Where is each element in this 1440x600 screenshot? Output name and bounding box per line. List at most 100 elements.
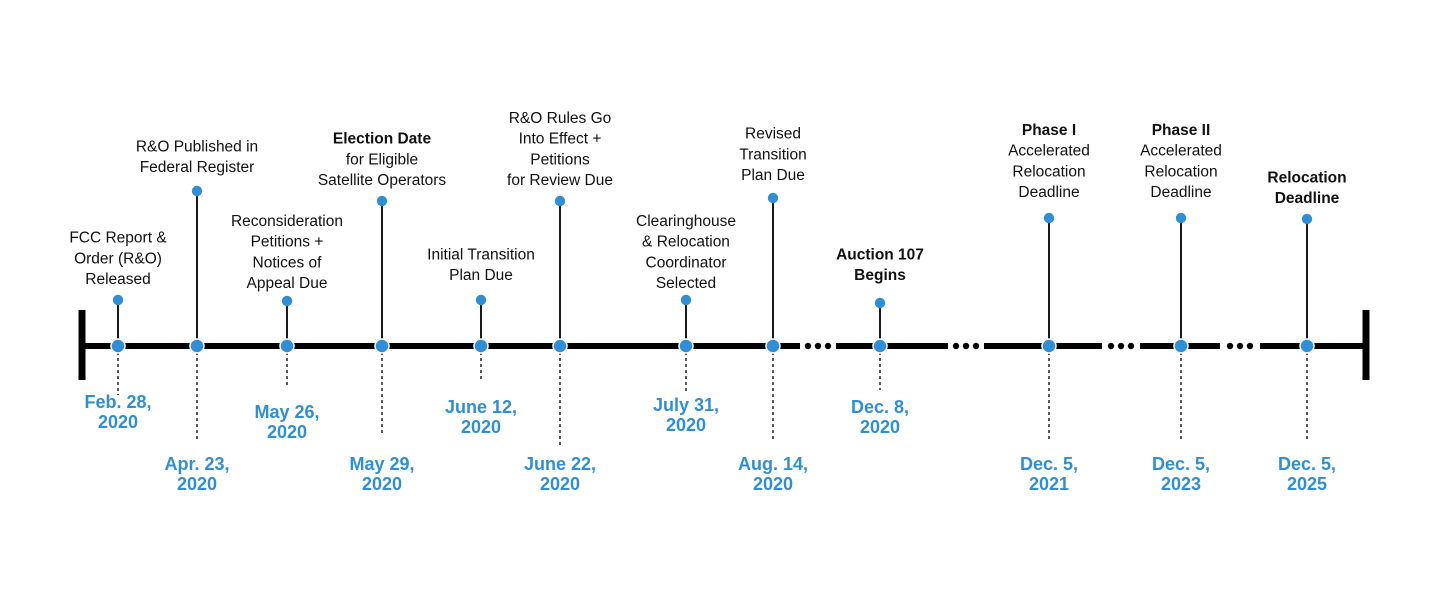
gap-dot (952, 342, 960, 350)
event-label-line: Auction 107 (836, 246, 924, 263)
timeline-marker (110, 338, 126, 354)
event-label-line: Election Date (333, 131, 432, 148)
event-date-line: 2020 (177, 474, 217, 494)
gap-dot (804, 342, 812, 350)
event-label-line: Deadline (1150, 184, 1211, 201)
event-label-line: Transition (739, 146, 806, 163)
event-label-line: Deadline (1275, 190, 1340, 207)
event-label-line: Initial Transition (427, 246, 535, 263)
event-label-line: Coordinator (646, 254, 727, 271)
gap-dot (1127, 342, 1135, 350)
timeline-marker (678, 338, 694, 354)
event-label-line: Appeal Due (246, 275, 327, 292)
event-date-line: Feb. 28, (84, 392, 151, 412)
event-date: Apr. 23,2020 (164, 454, 229, 494)
gap-dot (1236, 342, 1244, 350)
event-date-line: 2023 (1161, 474, 1201, 494)
event-date: Feb. 28,2020 (84, 392, 151, 432)
event-date-line: 2020 (540, 474, 580, 494)
gap-dot (1246, 342, 1254, 350)
event-date: May 29,2020 (349, 454, 414, 494)
event-date-line: Dec. 8, (851, 397, 909, 417)
event-date-line: Dec. 5, (1152, 454, 1210, 474)
event-label-line: Into Effect + (519, 131, 602, 148)
event-label-line: FCC Report & (69, 230, 167, 247)
event-date-line: 2020 (666, 415, 706, 435)
event-label-line: R&O Rules Go (509, 110, 612, 127)
event-label-line: Released (85, 271, 151, 288)
event-label-line: Begins (854, 267, 906, 284)
event-date: Aug. 14,2020 (738, 454, 808, 494)
event-label-line: R&O Published in (136, 138, 258, 155)
timeline-marker (1299, 338, 1315, 354)
timeline-marker (189, 338, 205, 354)
stem-dot (281, 295, 293, 307)
event-date-line: June 22, (524, 454, 596, 474)
event-date: Dec. 8,2020 (851, 397, 909, 437)
event-label-line: Phase II (1152, 122, 1211, 139)
event-label-line: Petitions + (251, 234, 324, 251)
stem-dot (1043, 212, 1055, 224)
gap-dot (1107, 342, 1115, 350)
stem-dot (680, 294, 692, 306)
event-label-line: & Relocation (642, 234, 730, 251)
event-label-line: Deadline (1018, 184, 1079, 201)
stem-dot (874, 297, 886, 309)
event-label-line: Accelerated (1008, 143, 1090, 160)
timeline-marker (374, 338, 390, 354)
timeline-marker (872, 338, 888, 354)
event-label-line: Relocation (1012, 163, 1085, 180)
stem-dot (191, 185, 203, 197)
event-label-line: for Review Due (507, 172, 613, 189)
event-label-line: Selected (656, 275, 716, 292)
event-date: Dec. 5,2025 (1278, 454, 1336, 494)
gap-dot (962, 342, 970, 350)
event-label-line: Accelerated (1140, 143, 1222, 160)
event-label-line: Relocation (1144, 163, 1217, 180)
stem-dot (1301, 213, 1313, 225)
event-date: July 31,2020 (653, 395, 719, 435)
event-date-line: Apr. 23, (164, 454, 229, 474)
timeline-marker (765, 338, 781, 354)
event-date: Dec. 5,2023 (1152, 454, 1210, 494)
timeline-marker (1041, 338, 1057, 354)
event-label-line: Revised (745, 126, 801, 143)
axis-gaps (804, 342, 1254, 350)
event-label-line: Plan Due (741, 167, 805, 184)
event-label-line: Plan Due (449, 267, 513, 284)
event-date-line: 2020 (860, 417, 900, 437)
gap-dot (1117, 342, 1125, 350)
event-date-line: 2020 (362, 474, 402, 494)
event-label: FCC Report & Order (R&O) Released (69, 230, 167, 288)
event-date-line: Dec. 5, (1278, 454, 1336, 474)
event-date-line: 2020 (267, 422, 307, 442)
stem-dot (767, 192, 779, 204)
timeline-marker (552, 338, 568, 354)
stem-dot (376, 195, 388, 207)
event-date-line: 2020 (98, 412, 138, 432)
event-label-line: Order (R&O) (74, 250, 162, 267)
event-date-line: 2020 (461, 417, 501, 437)
event-label-line: Satellite Operators (318, 172, 447, 189)
event-date-line: July 31, (653, 395, 719, 415)
event-date: June 22,2020 (524, 454, 596, 494)
event-date-line: May 26, (254, 402, 319, 422)
